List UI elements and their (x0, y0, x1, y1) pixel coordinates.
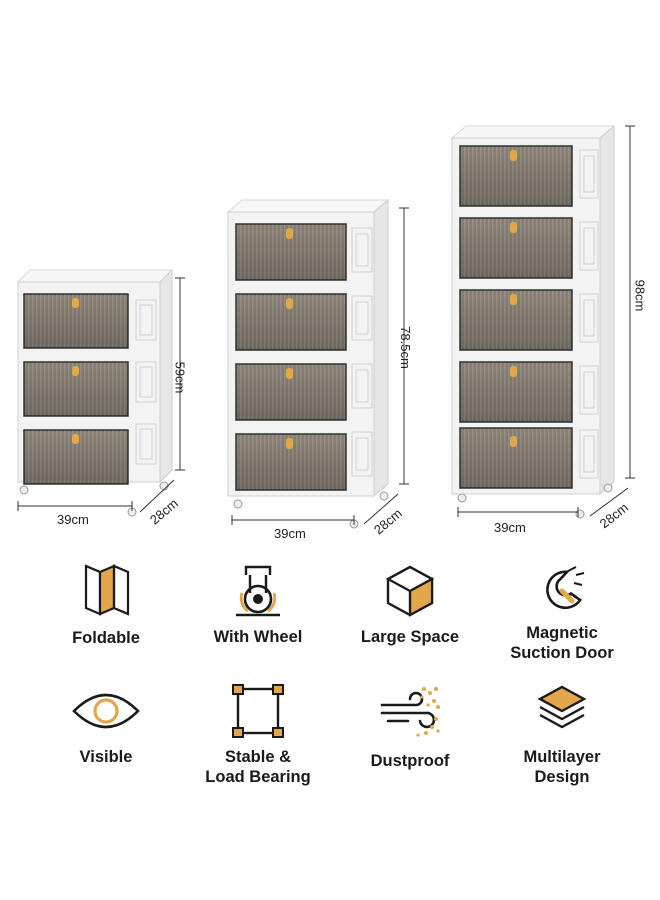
feature-large-space: Large Space (335, 563, 485, 647)
feature-label: Stable & Load Bearing (205, 748, 311, 787)
feature-label: Magnetic Suction Door (510, 624, 614, 663)
storage-cabinets-illustration (16, 124, 635, 529)
dimension-lines (17, 125, 635, 525)
magnet-icon (546, 566, 585, 610)
layers-icon (537, 685, 587, 729)
cabinet-large (450, 124, 616, 519)
load-frame-icon (232, 684, 284, 738)
medium-height-label: 78.5cm (397, 326, 413, 369)
dust-wind-icon (380, 687, 440, 737)
feature-label: Visible (79, 748, 133, 766)
cabinet-small (16, 268, 174, 517)
feature-multilayer: Multilayer Design (487, 683, 637, 787)
feature-foldable: Foldable (31, 560, 181, 648)
small-width-label: 39cm (57, 512, 89, 527)
large-width-label: 39cm (494, 520, 526, 535)
feature-label: Multilayer Design (523, 748, 601, 787)
feature-label: Large Space (360, 628, 460, 646)
eye-icon (72, 693, 140, 729)
feature-label: With Wheel (213, 628, 303, 646)
small-height-label: 59cm (172, 361, 188, 394)
foldable-icon (84, 564, 130, 616)
feature-label: Foldable (72, 629, 140, 647)
feature-wheel: With Wheel (183, 563, 333, 647)
feature-dustproof: Dustproof (335, 683, 485, 771)
cabinet-medium (226, 198, 390, 529)
feature-visible: Visible (31, 683, 181, 767)
large-height-label: 98cm (632, 279, 648, 312)
feature-label: Dustproof (370, 752, 450, 770)
wheel-icon (236, 565, 280, 617)
feature-magnetic-door: Magnetic Suction Door (487, 563, 637, 663)
medium-width-label: 39cm (274, 526, 306, 541)
cube-icon (385, 565, 435, 617)
feature-load-bearing: Stable & Load Bearing (183, 683, 333, 787)
